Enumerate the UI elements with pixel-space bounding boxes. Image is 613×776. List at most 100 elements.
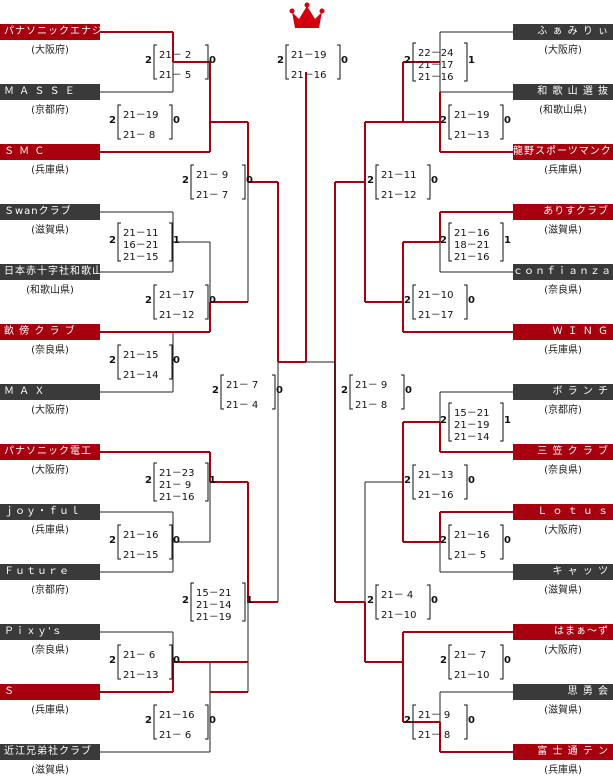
games-won-a: 2 — [277, 55, 284, 66]
game-score: 21－10 — [454, 670, 490, 681]
games-won-a: 2 — [404, 715, 411, 726]
game-score: 16－21 — [123, 240, 159, 251]
game-score: 21－13 — [418, 470, 454, 481]
game-score: 21－ 6 — [159, 730, 192, 741]
games-won-a: 2 — [109, 535, 116, 546]
team-prefecture-right-7: (京都府) — [544, 405, 582, 416]
team-prefecture-right-13: (兵庫県) — [544, 765, 582, 776]
team-prefecture-left-9: (兵庫県) — [31, 525, 69, 536]
game-score: 15－21 — [196, 588, 232, 599]
games-won-b: 0 — [504, 115, 511, 126]
game-score: 21－ 9 — [159, 480, 192, 491]
games-won-a: 2 — [440, 415, 447, 426]
game-score: 21－19 — [454, 110, 490, 121]
team-prefecture-right-10: (滋賀県) — [544, 585, 582, 596]
game-score: 21－12 — [159, 310, 195, 321]
game-score: 21－15 — [123, 550, 159, 561]
game-score: 21－16 — [418, 490, 454, 501]
games-won-b: 1 — [468, 55, 475, 66]
score-bracket — [448, 104, 504, 140]
game-score: 21－19 — [196, 612, 232, 623]
games-won-b: 0 — [504, 655, 511, 666]
games-won-a: 2 — [182, 595, 189, 606]
team-prefecture-left-2: (京都府) — [31, 105, 69, 116]
game-score: 21－17 — [159, 290, 195, 301]
team-name-right-6: Ｗ Ｉ Ｎ Ｇ — [513, 324, 613, 340]
games-won-a: 2 — [367, 175, 374, 186]
game-score: 21－ 4 — [381, 590, 414, 601]
games-won-b: 0 — [468, 295, 475, 306]
team-prefecture-left-10: (京都府) — [31, 585, 69, 596]
game-score: 21－17 — [418, 310, 454, 321]
team-name-right-8: 三 笠 ク ラ ブ — [513, 444, 613, 460]
games-won-b: 0 — [468, 475, 475, 486]
team-prefecture-left-12: (兵庫県) — [31, 705, 69, 716]
score-bracket — [285, 44, 341, 80]
score-bracket — [375, 584, 431, 620]
games-won-b: 1 — [504, 235, 511, 246]
crown-icon — [289, 2, 325, 28]
score-bracket — [117, 524, 173, 560]
score-bracket — [349, 374, 405, 410]
team-name-right-13: 富 士 通 テ ン — [513, 744, 613, 760]
team-name-left-8: パナソニック電工 — [0, 444, 100, 460]
score-bracket — [375, 164, 431, 200]
score-bracket — [117, 104, 173, 140]
game-score: 21－ 4 — [226, 400, 259, 411]
team-prefecture-left-6: (奈良県) — [31, 345, 69, 356]
games-won-b: 0 — [173, 355, 180, 366]
game-score: 21－ 9 — [418, 710, 451, 721]
game-score: 21－16 — [159, 710, 195, 721]
game-score: 21－16 — [159, 492, 195, 503]
game-score: 21－16 — [123, 530, 159, 541]
games-won-a: 2 — [109, 235, 116, 246]
team-name-left-11: Ｐｉｘｙ'ｓ — [0, 624, 100, 640]
games-won-b: 1 — [173, 235, 180, 246]
games-won-b: 1 — [209, 475, 216, 486]
games-won-b: 0 — [209, 715, 216, 726]
game-score: 21－11 — [123, 228, 159, 239]
games-won-b: 0 — [209, 295, 216, 306]
team-prefecture-right-4: (滋賀県) — [544, 225, 582, 236]
team-name-right-4: ありすクラブ — [513, 204, 613, 220]
score-bracket — [220, 374, 276, 410]
game-score: 21－16 — [454, 252, 490, 263]
games-won-a: 2 — [404, 295, 411, 306]
team-prefecture-right-11: (大阪府) — [544, 645, 582, 656]
games-won-b: 0 — [405, 385, 412, 396]
score-bracket — [117, 222, 173, 262]
games-won-a: 2 — [145, 295, 152, 306]
games-won-b: 0 — [504, 535, 511, 546]
game-score: 21－ 9 — [196, 170, 229, 181]
games-won-b: 0 — [246, 175, 253, 186]
games-won-b: 0 — [276, 385, 283, 396]
match-score-l5: 2 0 21－17 21－12 — [145, 286, 217, 321]
game-score: 21－ 7 — [196, 190, 229, 201]
game-score: 21－13 — [454, 130, 490, 141]
score-bracket — [190, 164, 246, 200]
game-score: 21－10 — [418, 290, 454, 301]
game-score: 21－ 5 — [454, 550, 487, 561]
games-won-a: 2 — [367, 595, 374, 606]
game-score: 21－10 — [381, 610, 417, 621]
score-bracket — [190, 582, 246, 622]
team-name-left-9: ｊｏｙ・ｆｕｌ — [0, 504, 100, 520]
game-score: 21－ 7 — [454, 650, 487, 661]
team-name-right-11: はまぁ～ず — [513, 624, 613, 640]
game-score: 21－14 — [123, 370, 159, 381]
games-won-b: 0 — [468, 715, 475, 726]
score-bracket — [153, 284, 209, 320]
team-name-left-10: Ｆｕｔｕｒｅ — [0, 564, 100, 580]
game-score: 18－21 — [454, 240, 490, 251]
team-name-left-6: 畝 傍 ク ラ ブ — [0, 324, 100, 340]
team-prefecture-right-5: (奈良県) — [544, 285, 582, 296]
team-prefecture-right-8: (奈良県) — [544, 465, 582, 476]
game-score: 21－19 — [454, 420, 490, 431]
